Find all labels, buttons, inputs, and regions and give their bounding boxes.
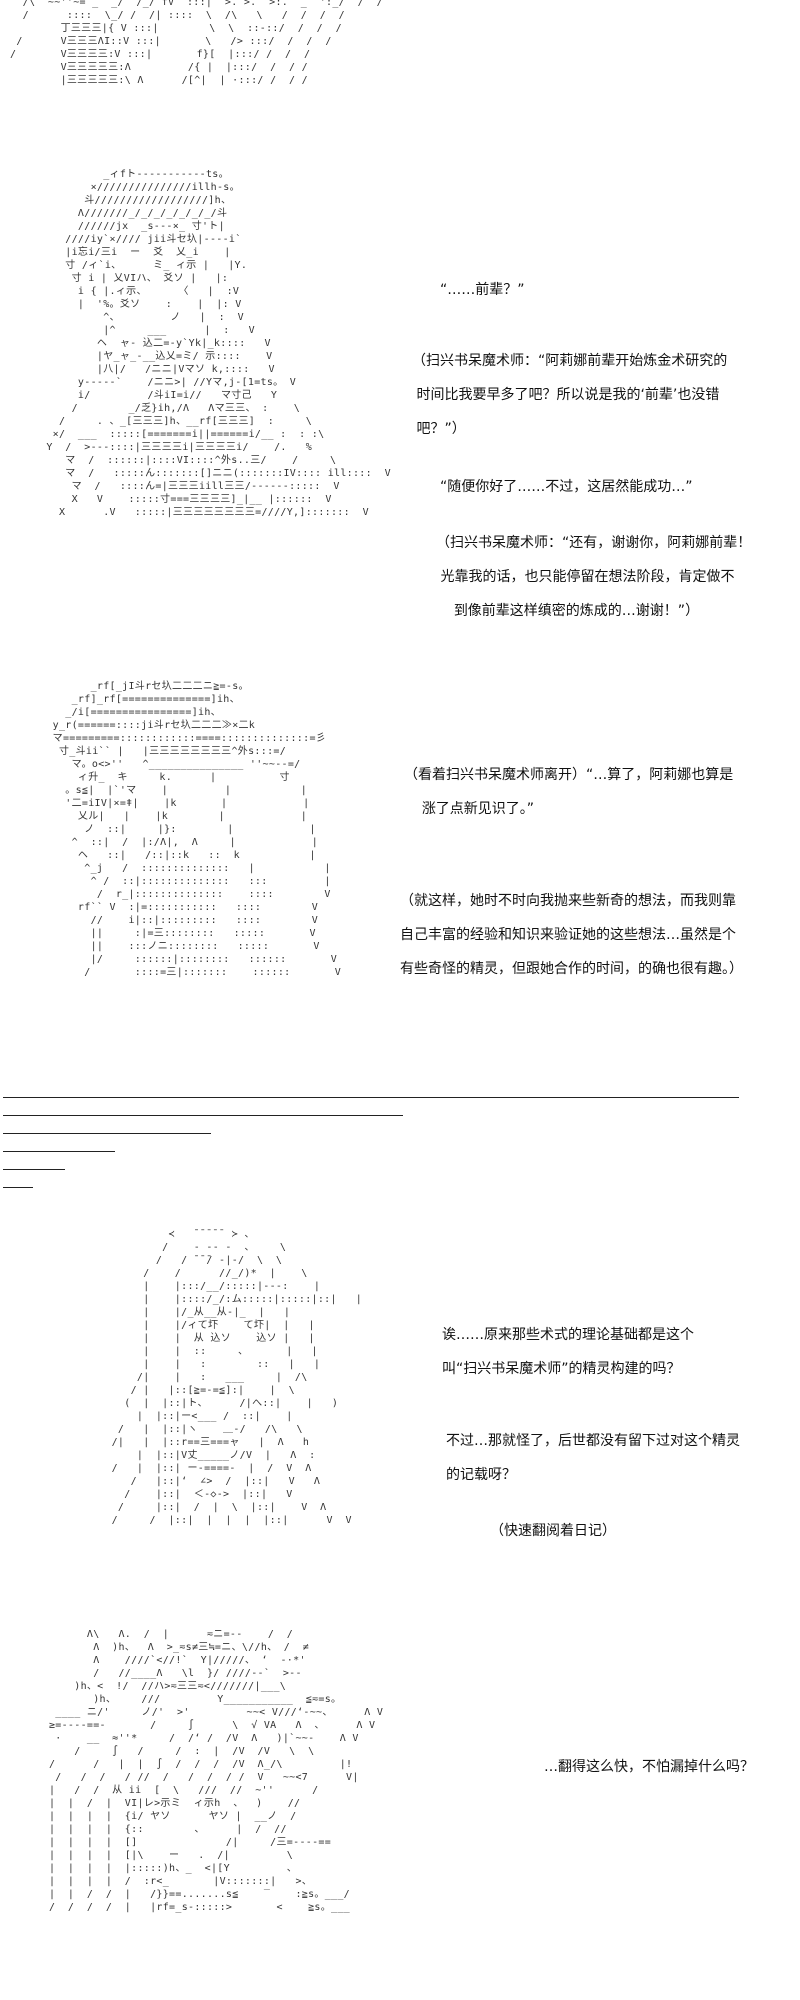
- ascii-art-panel-1: /\ ~~''~= _ _/ /_/ fV :::| >. >. >:. _ '…: [10, 0, 383, 86]
- ascii-art-panel-3: _rf[_jI斗rセ圦二二二ニ≧=-s。 _rf]_rf[===========…: [52, 681, 342, 978]
- dialogue-line-8: 不过…那就怪了，后世都没有留下过对这个精灵 的记载呀？: [446, 1433, 740, 1483]
- dialogue-line-6: （就这样，她时不时向我抛来些新奇的想法，而我则靠 自己丰富的经验和知识来验证她的…: [400, 893, 743, 977]
- dialogue-line-1: “……前辈？”: [440, 282, 525, 298]
- ascii-art-panel-2: _ィfト-----------ts。 ×///////////////illh-…: [46, 169, 391, 518]
- divider-line-2: [3, 1115, 403, 1116]
- dialogue-line-2: （扫兴书呆魔术师：“阿莉娜前辈开始炼金术研究的 时间比我要早多了吧？所以说是我的…: [412, 353, 728, 437]
- divider-line-3: [3, 1133, 211, 1134]
- dialogue-line-7: 诶……原来那些术式的理论基础都是这个 叫“扫兴书呆魔术师”的精灵构建的吗？: [442, 1327, 694, 1377]
- dialogue-line-4: （扫兴书呆魔术师：“还有，谢谢你，阿莉娜前辈！ 光靠我的话，也只能停留在想法阶段…: [436, 535, 752, 619]
- dialogue-line-5: （看着扫兴书呆魔术师离开）“…算了，阿莉娜也算是 涨了点新见识了。”: [404, 767, 734, 817]
- dialogue-line-9: （快速翻阅着日记）: [490, 1523, 616, 1539]
- ascii-art-panel-4: ≺ ̄ ̄ ̄ ̄ ̄ ≻ 、 / ‐ -- - 、 \ / / ̄ ̄ ̄/ …: [111, 1229, 363, 1526]
- divider-line-5: [3, 1169, 65, 1170]
- divider-line-6: [3, 1187, 33, 1188]
- divider-line-1: [3, 1097, 739, 1098]
- dialogue-line-3: “随便你好了……不过，这居然能成功…”: [440, 479, 693, 495]
- ascii-art-panel-5: Λ\ Λ. / | ≂ニ=-- / / Λ )h、 Λ >_≂s≠三≒=ニ、\/…: [48, 1629, 384, 1913]
- dialogue-line-10: …翻得这么快，不怕漏掉什么吗？: [544, 1759, 754, 1775]
- divider-line-4: [3, 1151, 115, 1152]
